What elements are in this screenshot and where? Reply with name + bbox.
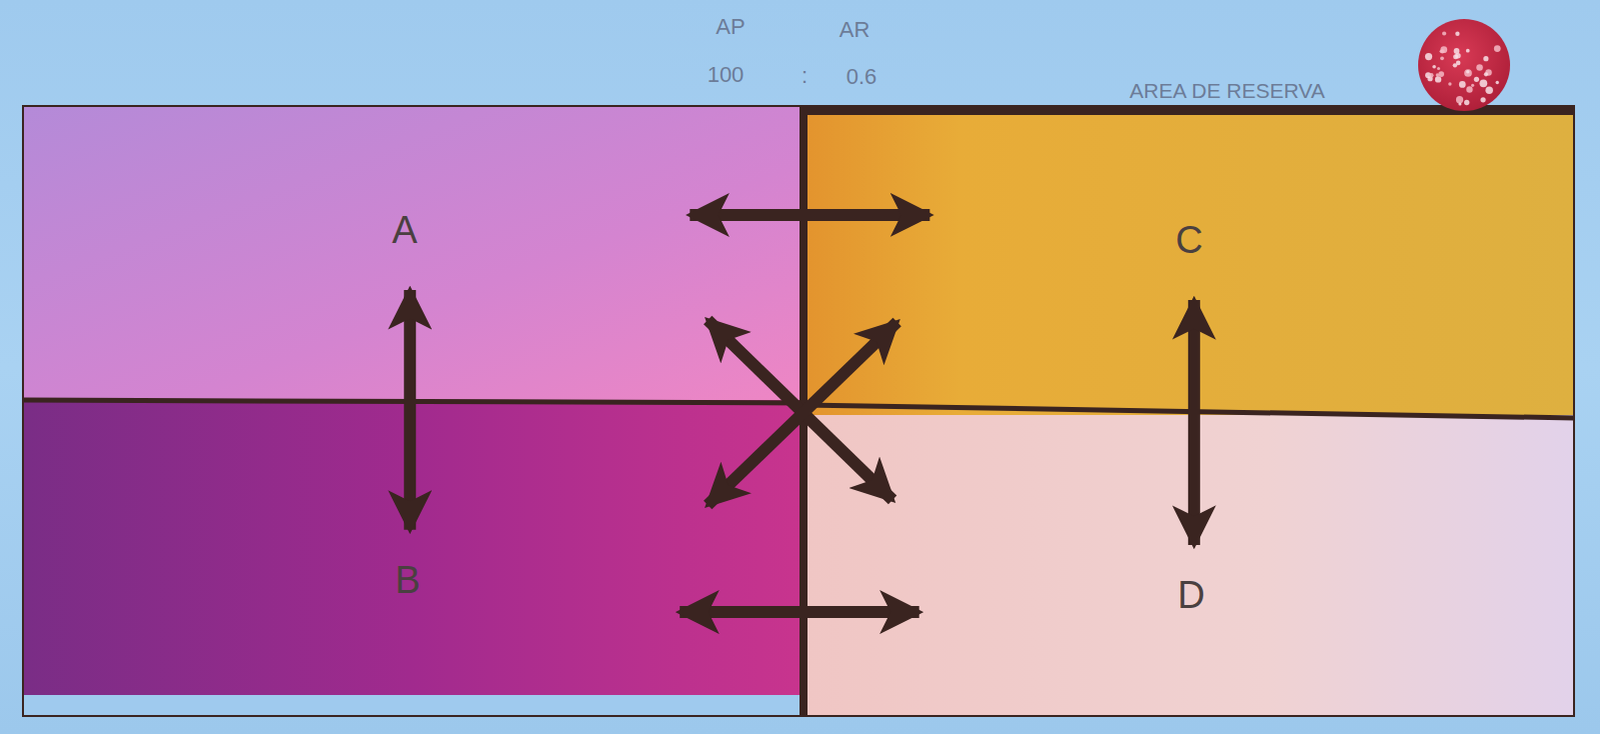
quadrant-area: C [807,114,1568,415]
ratio-label: : [801,64,808,87]
ratio-label: 100 [707,63,745,86]
double-arrow [707,321,897,505]
ratio-label: AP [715,15,745,38]
quadrant-area: A [21,104,800,400]
board-frame [21,104,1576,717]
quadrant-area: D [807,414,1568,715]
double-arrow [1188,299,1201,545]
quadrant-letter: D [1177,575,1205,614]
reserve-label: AREA DE RESERVA [1129,79,1325,101]
reserve-area-symbol [1418,18,1511,111]
double-arrow [403,289,416,530]
ratio-label: 0.6 [846,65,878,88]
ratio-label: AR [839,18,871,41]
quadrant-letter: A [391,210,417,249]
quadrant-area: B [21,399,800,695]
quadrant-letter: B [394,560,420,599]
quadrant-letter: C [1175,220,1203,259]
background-gap [23,694,800,715]
double-arrow [689,208,930,221]
double-arrow [679,605,920,618]
